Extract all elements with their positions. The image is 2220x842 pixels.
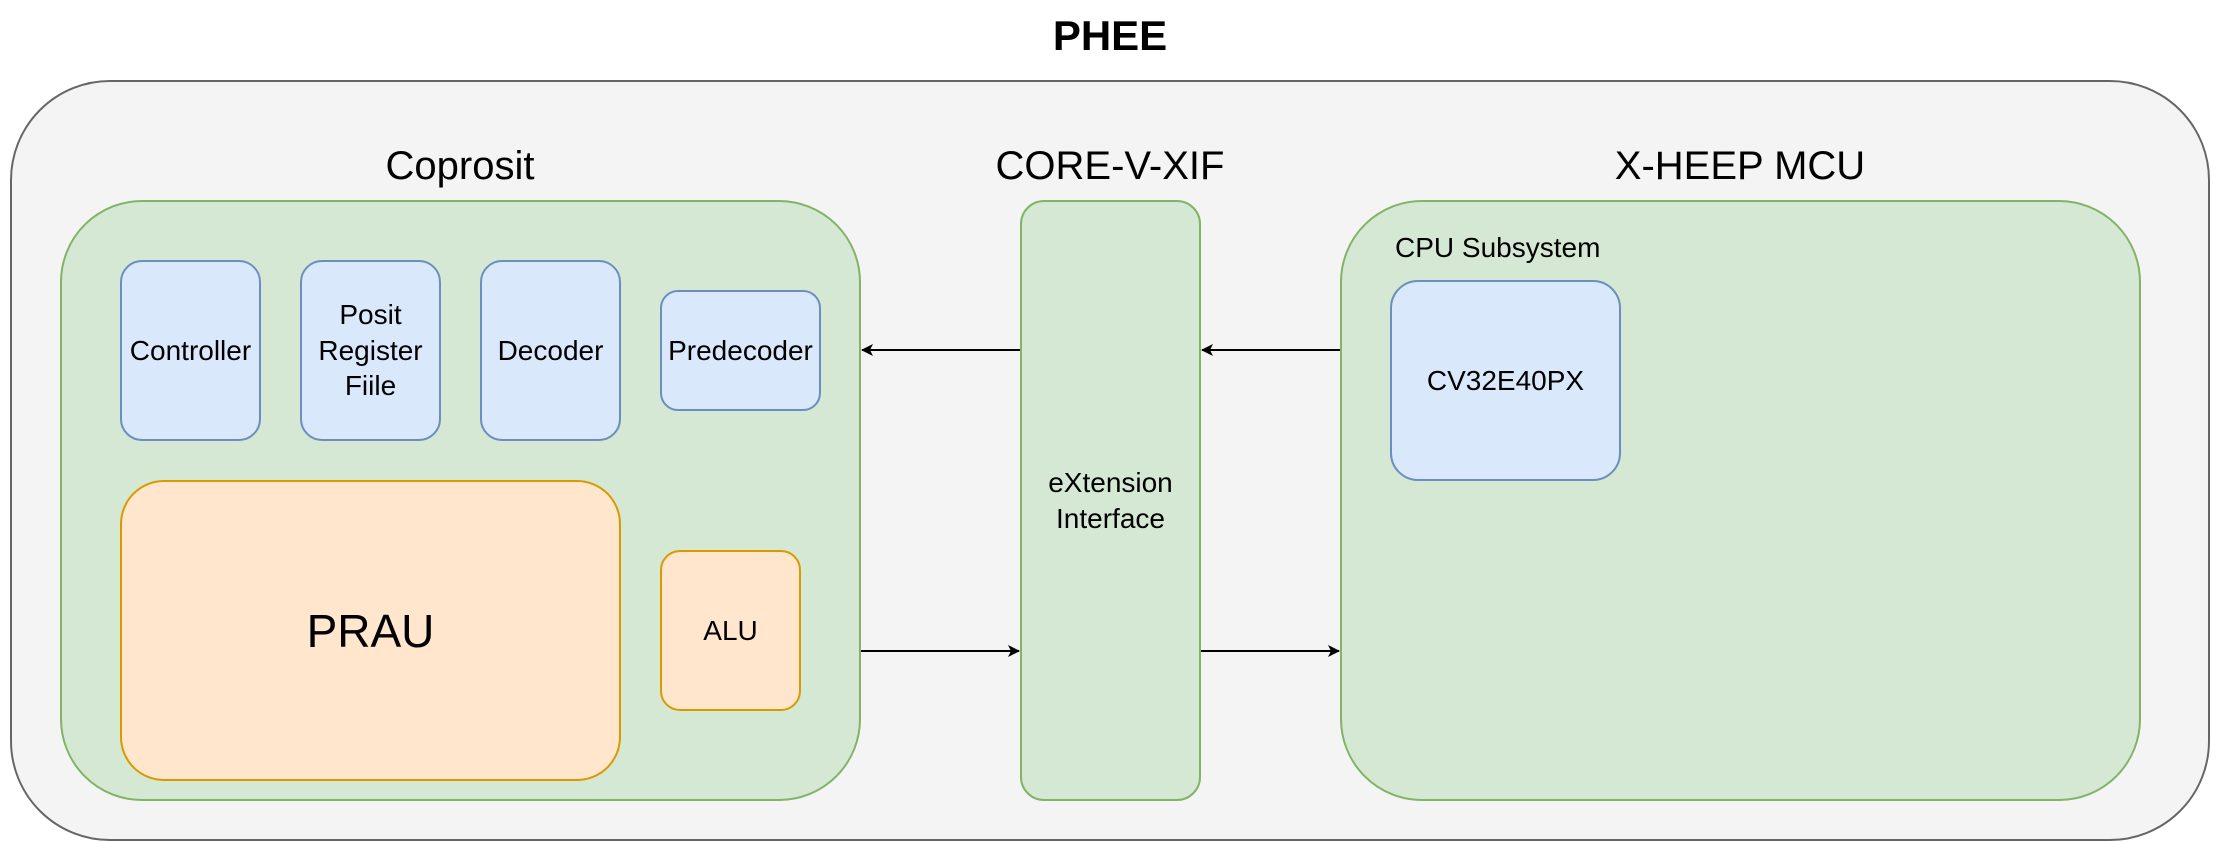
- core-v-xif-heading: CORE-V-XIF: [995, 143, 1225, 188]
- decoder-block: Decoder: [480, 260, 621, 441]
- alu-block: ALU: [660, 550, 801, 711]
- prau-block: PRAU: [120, 480, 621, 781]
- x-heep-mcu-heading: X-HEEP MCU: [1614, 143, 1866, 188]
- predecoder-label: Predecoder: [668, 334, 813, 366]
- controller-label: Controller: [129, 334, 252, 366]
- coprosit-heading: Coprosit: [385, 143, 535, 188]
- alu-label: ALU: [703, 614, 758, 646]
- extension-interface-block: eXtension Interface: [1020, 200, 1201, 801]
- decoder-label: Decoder: [497, 334, 604, 366]
- posit-register-file-block: Posit Register Fiile: [300, 260, 441, 441]
- controller-block: Controller: [120, 260, 261, 441]
- extension-interface-label: eXtension Interface: [1048, 466, 1173, 534]
- predecoder-block: Predecoder: [660, 290, 821, 411]
- cpu-subsystem-label: CPU Subsystem: [1395, 232, 1601, 263]
- prau-label: PRAU: [306, 604, 435, 657]
- cv32e40px-block: CV32E40PX: [1390, 280, 1621, 481]
- posit-register-file-label: Posit Register Fiile: [318, 298, 423, 402]
- diagram-title: PHEE: [1052, 12, 1168, 59]
- cv32e40px-label: CV32E40PX: [1426, 364, 1585, 396]
